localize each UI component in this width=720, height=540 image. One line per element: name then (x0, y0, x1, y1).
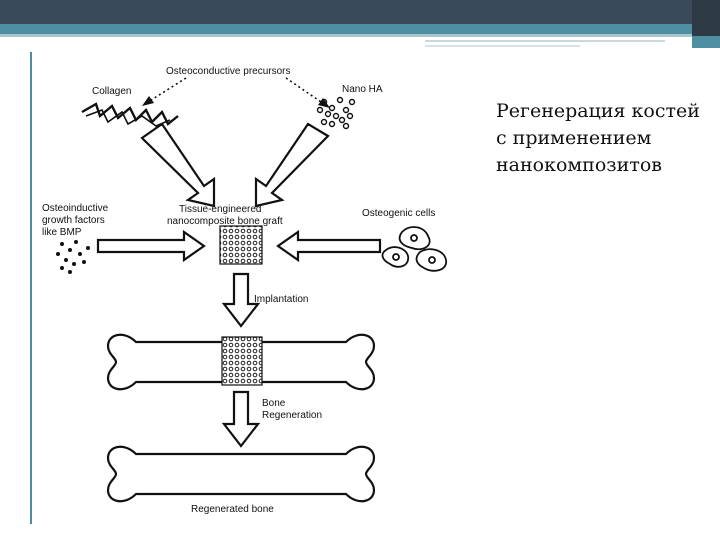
label-graft-2: nanocomposite bone graft (167, 216, 283, 227)
label-growth-factors-3: like BMP (42, 227, 82, 238)
dotted-arrowhead-collagen (142, 96, 154, 106)
nano-ha-particles (316, 96, 356, 130)
label-graft-1: Tissue-engineered (179, 204, 261, 215)
label-osteogenic: Osteogenic cells (362, 208, 435, 219)
collagen-fiber (81, 102, 179, 126)
collagen-fiber-strand (85, 108, 171, 127)
label-nano-ha: Nano HA (342, 84, 383, 95)
regenerated-bone (106, 445, 376, 503)
arrow-nano-ha-to-graft (254, 122, 330, 208)
label-precursors: Osteoconductive precursors (166, 66, 291, 77)
header-decor-line-short (425, 45, 580, 47)
header-strip (0, 34, 720, 37)
label-regenerated: Regenerated bone (191, 504, 274, 515)
dotted-arrow-to-collagen (147, 77, 187, 103)
dotted-arrow-to-nano-ha (285, 77, 325, 105)
arrow-implantation (221, 272, 261, 328)
label-implantation: Implantation (254, 294, 308, 305)
corner-block-accent (692, 36, 720, 48)
label-collagen: Collagen (92, 86, 131, 97)
graft-block (219, 225, 263, 265)
arrow-regeneration (221, 390, 261, 448)
bone-regeneration-diagram: Osteoconductive precursors Collagen Nano… (42, 66, 447, 515)
osteogenic-cells (381, 226, 447, 272)
left-vertical-rule (30, 52, 32, 524)
label-regen-2: Regeneration (262, 410, 322, 421)
label-regen-1: Bone (262, 398, 286, 409)
growth-factor-particles (56, 240, 90, 274)
header-bar (0, 0, 720, 24)
header-decor-line (425, 40, 665, 42)
arrow-collagen-to-graft (140, 122, 216, 208)
slide-title: Регенерация костей с применением наноком… (496, 100, 700, 176)
header-accent-band (0, 24, 720, 34)
dotted-arrowhead-nano-ha (318, 98, 330, 108)
arrow-osteogenic-to-graft (276, 229, 382, 263)
implanted-graft (221, 336, 263, 386)
arrow-growth-factors-to-graft (96, 229, 206, 263)
label-growth-factors-2: growth factors (42, 215, 105, 226)
label-growth-factors-1: Osteoinductive (42, 203, 109, 214)
